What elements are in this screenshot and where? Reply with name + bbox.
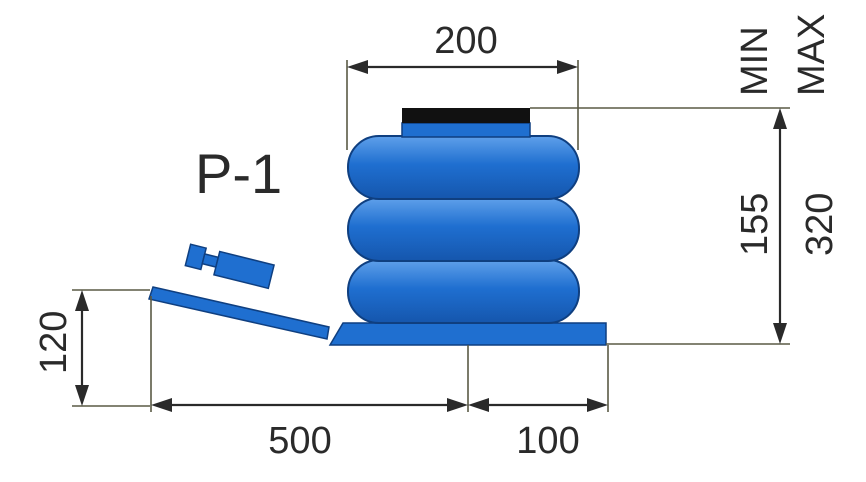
max-label: MAX	[791, 14, 833, 96]
base-extension-label: 100	[516, 420, 579, 462]
dim-width-top: 200	[346, 20, 579, 150]
dim-bottom: 500 100	[150, 296, 609, 462]
bellow-top	[347, 135, 580, 200]
model-title: P-1	[195, 142, 282, 205]
bellow-bottom	[347, 259, 580, 324]
ramp-bar	[148, 286, 330, 340]
min-label: MIN	[734, 26, 776, 96]
dim-width-top-label: 200	[434, 20, 497, 62]
ramp-length-label: 500	[268, 420, 331, 462]
air-jack	[328, 108, 607, 346]
ramp-handle	[148, 243, 330, 340]
handle-connector	[184, 243, 275, 290]
top-plate	[402, 108, 530, 123]
dim-height: MIN MAX 155 320	[530, 14, 841, 345]
ramp-height-label: 120	[33, 311, 75, 374]
dim-ramp-height: 120	[33, 289, 150, 407]
top-ring	[401, 122, 531, 138]
base-plate	[328, 322, 607, 346]
bellow-middle	[347, 197, 580, 262]
height-min-value: 155	[734, 193, 776, 256]
height-max-value: 320	[799, 193, 841, 256]
